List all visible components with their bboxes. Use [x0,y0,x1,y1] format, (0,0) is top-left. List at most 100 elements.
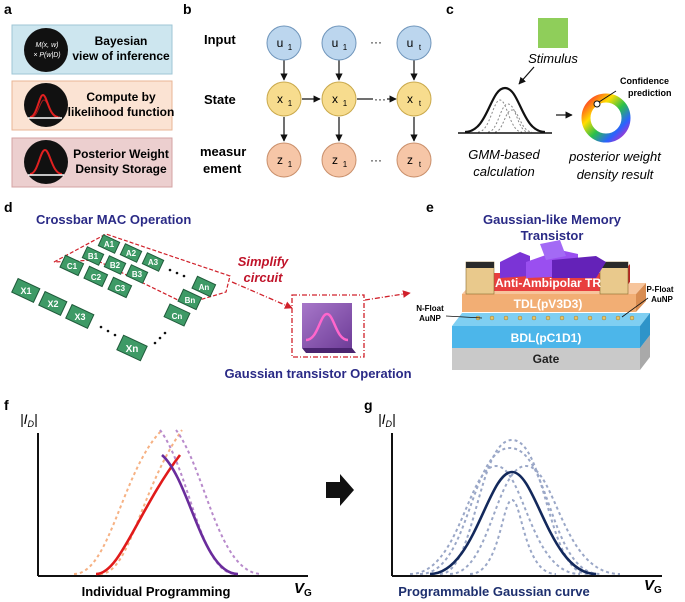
f-axis-label-y: |ID| [20,411,38,429]
g-caption: Programmable Gaussian curve [398,584,589,599]
svg-text:x: x [332,92,338,106]
panel-letter-c: c [446,1,454,17]
tdl-label: TDL(pV3D3) [514,297,583,311]
meas-node-t: z t [396,142,432,178]
crossbar-dots [99,268,186,345]
gmm-curve [458,86,552,134]
posterior-line-1: Posterior Weight [73,147,169,161]
svg-text:t: t [419,99,422,108]
chip-x1: X1 [11,277,41,303]
input-node-t: u t [396,25,432,61]
b-arrows [280,60,418,142]
chip-c3: C3 [107,276,133,299]
svg-text:X3: X3 [74,312,85,322]
svg-text:X1: X1 [20,286,31,296]
svg-text:C2: C2 [91,273,102,282]
svg-text:B2: B2 [110,261,121,270]
stimulus-square [538,18,568,48]
state-node-2: x 1 [321,81,357,117]
state-node-1: x 1 [266,81,302,117]
chip-a2: A2 [119,243,143,263]
gaussian-op-label: Gaussian transistor Operation [224,366,411,381]
f-axes [37,433,308,577]
svg-text:z: z [332,153,338,167]
svg-text:z: z [407,153,413,167]
svg-text:t: t [419,43,422,52]
g-axes [391,433,662,577]
svg-text:x: x [407,92,413,106]
likelihood-line-1: Compute by [86,90,156,104]
crossbar-chips: A1 A2 A3 B1 B2 B3 C1 C2 C3 X1 X2 X3 An B… [11,234,217,362]
stimulus-arrow [518,66,535,85]
svg-text:Bn: Bn [185,296,196,305]
meas-node-1: z 1 [266,142,302,178]
chip-an: An [191,275,217,298]
gate-label: Gate [533,352,560,366]
chip-bn: Bn [177,288,203,311]
svg-text:u: u [277,36,284,50]
svg-text:X2: X2 [47,299,58,309]
g-axis-label-y: |ID| [378,411,396,429]
chip-a1: A1 [97,234,121,254]
row-label-measurement-2: ement [203,161,242,176]
confidence-ring [581,90,631,143]
likelihood-line-2: likelihood function [68,105,175,119]
chip-c2: C2 [83,265,109,288]
n-float-label-2: AuNP [419,314,441,323]
panel-letter-a: a [4,1,12,17]
svg-text:1: 1 [288,160,293,169]
svg-text:1: 1 [343,43,348,52]
likelihood-curve-icon [24,83,68,127]
svg-text:|ID|: |ID| [378,411,396,429]
state-node-t: x t [396,81,432,117]
svg-text:1: 1 [343,99,348,108]
panel-letter-f: f [4,397,9,413]
p-float-pointer [621,297,649,318]
simplify-label-2: circuit [243,270,283,285]
panel-letter-b: b [183,1,192,17]
confidence-line-2: prediction [628,88,672,98]
likelihood-box: Compute by likelihood function [11,80,175,131]
transistor-title-2: Transistor [521,228,584,243]
gaussian-chip [302,303,356,353]
svg-text:Cn: Cn [172,312,183,321]
svg-text:B3: B3 [132,270,143,279]
formula-line-2: × P(w|D) [33,52,60,59]
svg-text:1: 1 [288,43,293,52]
svg-text:C3: C3 [115,284,126,293]
gmm-label-2: calculation [473,164,534,179]
svg-text:An: An [199,283,210,292]
chip-x2: X2 [38,290,68,316]
f-caption: Individual Programming [82,584,231,599]
svg-text:A2: A2 [126,249,137,258]
chip-c1: C1 [59,254,85,277]
g-axis-label-x: VG [644,577,662,596]
panel-letter-d: d [4,199,13,215]
svg-text:C1: C1 [67,262,78,271]
posterior-box: Posterior Weight Density Storage [11,137,173,188]
input-node-2: u 1 [321,25,357,61]
simplify-label-1: Simplify [238,254,289,269]
row-label-state: State [204,92,236,107]
svg-text:u: u [332,36,339,50]
posterior-result-1: posterior weight [568,149,662,164]
g-curves [409,438,621,576]
row-label-input: Input [204,32,236,47]
f-to-g-arrow [326,474,354,506]
svg-text:A1: A1 [104,240,115,249]
simplify-arrow [231,281,293,309]
svg-text:|ID|: |ID| [20,411,38,429]
meas-node-2: z 1 [321,142,357,178]
input-node-1: u 1 [266,25,302,61]
chip-a3: A3 [141,252,165,272]
crossbar-title: Crossbar MAC Operation [36,212,191,227]
transistor-title-1: Gaussian-like Memory [483,212,622,227]
svg-text:1: 1 [343,160,348,169]
chip-x3: X3 [65,303,95,329]
posterior-curve-icon [24,140,68,184]
f-curves [73,429,263,576]
posterior-result-2: density result [577,167,655,182]
formula-circle-icon [24,28,68,72]
svg-text:B1: B1 [88,252,99,261]
p-float-label-2: AuNP [651,295,673,304]
